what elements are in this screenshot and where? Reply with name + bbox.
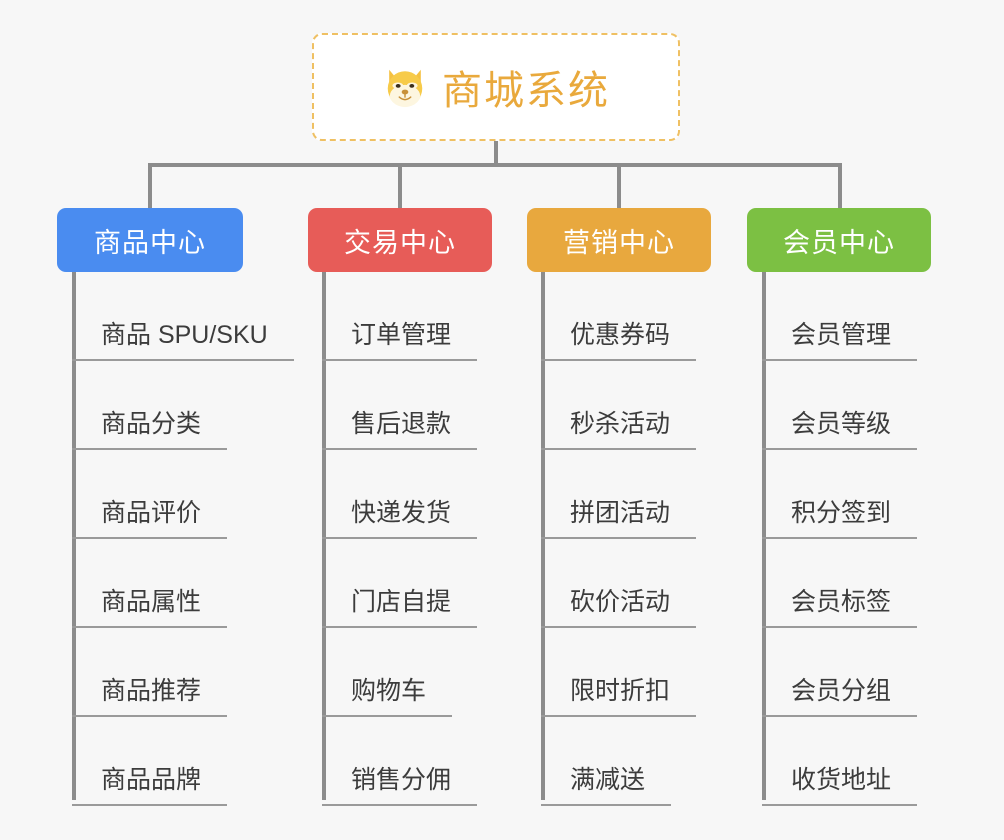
list-item-label: 商品 SPU/SKU: [72, 320, 294, 361]
branch-header-2[interactable]: 交易中心: [308, 208, 492, 272]
branch-spine-2: [322, 272, 326, 800]
branch-header-3[interactable]: 营销中心: [527, 208, 711, 272]
list-item-label: 商品属性: [72, 587, 228, 628]
list-item-label: 商品推荐: [72, 676, 228, 717]
connector-drop-2: [398, 163, 402, 210]
list-item[interactable]: 订单管理: [322, 272, 478, 361]
list-item-label: 商品分类: [72, 409, 228, 450]
list-item-label: 会员管理: [762, 320, 918, 361]
branch-spine-3: [541, 272, 545, 800]
list-item-label: 售后退款: [322, 409, 478, 450]
list-item[interactable]: 门店自提: [322, 539, 478, 628]
list-item-label: 订单管理: [322, 320, 478, 361]
list-item[interactable]: 会员管理: [762, 272, 918, 361]
list-item[interactable]: 会员等级: [762, 361, 918, 450]
list-item-label: 商品评价: [72, 498, 228, 539]
list-item[interactable]: 商品属性: [72, 539, 228, 628]
connector-drop-4: [838, 163, 842, 210]
list-item-label: 会员分组: [762, 676, 918, 717]
list-item-label: 满减送: [541, 765, 672, 806]
list-item-label: 秒杀活动: [541, 409, 697, 450]
list-item[interactable]: 限时折扣: [541, 628, 697, 717]
list-item-label: 积分签到: [762, 498, 918, 539]
list-item[interactable]: 商品评价: [72, 450, 228, 539]
list-item[interactable]: 砍价活动: [541, 539, 697, 628]
list-item[interactable]: 会员分组: [762, 628, 918, 717]
branch-header-label-4: 会员中心: [783, 227, 895, 258]
list-item-label: 购物车: [322, 676, 453, 717]
list-item-label: 会员标签: [762, 587, 918, 628]
list-item[interactable]: 售后退款: [322, 361, 478, 450]
branch-header-label-2: 交易中心: [344, 227, 456, 258]
list-item[interactable]: 商品品牌: [72, 717, 228, 806]
list-item-label: 商品品牌: [72, 765, 228, 806]
branch-header-label-3: 营销中心: [563, 227, 675, 258]
connector-root-trunk: [494, 141, 498, 165]
branch-spine-4: [762, 272, 766, 800]
list-item[interactable]: 商品分类: [72, 361, 228, 450]
branch-spine-1: [72, 272, 76, 800]
list-item[interactable]: 积分签到: [762, 450, 918, 539]
branch-header-1[interactable]: 商品中心: [57, 208, 243, 272]
list-item[interactable]: 快递发货: [322, 450, 478, 539]
branch-header-4[interactable]: 会员中心: [747, 208, 931, 272]
list-item-label: 拼团活动: [541, 498, 697, 539]
shiba-dog-face-icon: [382, 64, 428, 110]
list-item[interactable]: 会员标签: [762, 539, 918, 628]
list-item[interactable]: 销售分佣: [322, 717, 478, 806]
connector-bus: [148, 163, 842, 167]
root-title: 商城系统: [442, 69, 610, 113]
list-item[interactable]: 秒杀活动: [541, 361, 697, 450]
list-item-label: 快递发货: [322, 498, 478, 539]
list-item[interactable]: 满减送: [541, 717, 672, 806]
list-item-label: 限时折扣: [541, 676, 697, 717]
list-item[interactable]: 优惠券码: [541, 272, 697, 361]
connector-drop-1: [148, 163, 152, 210]
list-item-label: 优惠券码: [541, 320, 697, 361]
list-item-label: 会员等级: [762, 409, 918, 450]
list-item-label: 砍价活动: [541, 587, 697, 628]
connector-drop-3: [617, 163, 621, 210]
list-item-label: 收货地址: [762, 765, 918, 806]
branch-header-label-1: 商品中心: [94, 227, 206, 258]
list-item[interactable]: 商品推荐: [72, 628, 228, 717]
list-item[interactable]: 购物车: [322, 628, 453, 717]
root-node[interactable]: 商城系统: [312, 33, 680, 141]
list-item-label: 门店自提: [322, 587, 478, 628]
list-item[interactable]: 收货地址: [762, 717, 918, 806]
list-item[interactable]: 拼团活动: [541, 450, 697, 539]
list-item-label: 销售分佣: [322, 765, 478, 806]
list-item[interactable]: 商品 SPU/SKU: [72, 272, 294, 361]
